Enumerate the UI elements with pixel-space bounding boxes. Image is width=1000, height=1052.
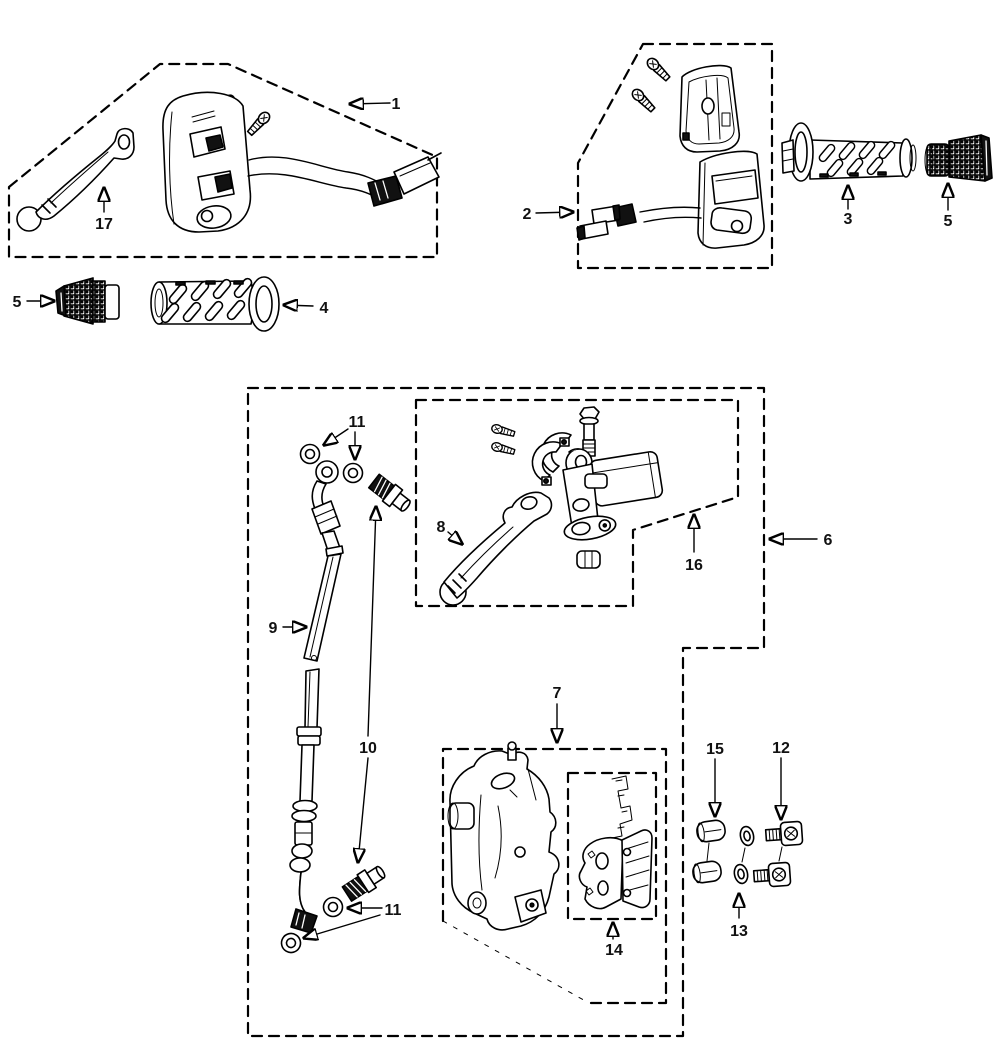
mount-sleeve-icon <box>690 859 724 885</box>
arrow-2 <box>535 212 573 213</box>
throttle-grip <box>781 122 917 182</box>
callout-5-right: 5 <box>944 213 953 230</box>
callout-1: 1 <box>392 96 401 113</box>
brake-system-boundary <box>246 386 766 1038</box>
wire-connector <box>393 156 440 195</box>
clutch-lever <box>16 127 135 232</box>
front-brake-hose <box>289 460 344 934</box>
callout-12: 12 <box>772 740 790 757</box>
arrow-10-upper <box>367 507 376 737</box>
arrow-1 <box>350 103 391 104</box>
left-handlebar-grip <box>150 276 280 332</box>
right-switch-wire-connectors <box>576 203 702 241</box>
caliper-boundary-diagonal <box>442 920 590 1004</box>
arrow-11-top-a <box>324 428 349 445</box>
screw-icon <box>644 55 673 84</box>
right-switch-housing-upper <box>679 64 741 153</box>
caliper-mount-hardware <box>690 818 804 889</box>
caliper-boundary <box>441 747 668 1005</box>
screw-icon <box>490 440 517 457</box>
banjo-bolt-lower <box>340 861 390 904</box>
reservoir-bolt <box>579 406 600 457</box>
left-switch-wire-harness <box>247 152 442 207</box>
screw-icon <box>629 86 658 115</box>
mount-bolt-icon <box>752 861 792 889</box>
callout-labels: 1 2 3 5 5 4 17 11 8 6 16 9 10 7 11 14 15… <box>13 96 953 959</box>
group-2-boundary <box>576 42 774 270</box>
leader-arrows <box>26 103 948 939</box>
callout-9: 9 <box>269 620 278 637</box>
callout-17: 17 <box>95 216 113 233</box>
callout-3: 3 <box>844 211 853 228</box>
callout-8: 8 <box>437 519 446 536</box>
arrow-11-bottom-b <box>304 914 381 938</box>
group-boundaries <box>7 42 774 1038</box>
mount-sleeve-icon <box>694 818 728 844</box>
washer-icon <box>731 862 751 886</box>
callout-11-top: 11 <box>349 414 366 431</box>
master-cylinder-boundary <box>414 398 740 608</box>
callout-13: 13 <box>730 923 748 940</box>
banjo-bolt-upper <box>366 471 415 517</box>
arrow-4 <box>284 305 314 306</box>
callout-4: 4 <box>320 300 329 317</box>
lever-boot <box>576 550 601 569</box>
arrow-8 <box>447 532 462 544</box>
left-switch-housing <box>162 91 252 233</box>
mount-bolt-icon <box>764 820 804 848</box>
master-cylinder-screws <box>490 422 517 457</box>
brake-pads-boundary <box>566 771 658 921</box>
brake-caliper <box>447 741 560 931</box>
callout-15: 15 <box>706 741 724 758</box>
right-bar-end-weight <box>924 134 993 182</box>
callout-10: 10 <box>359 740 377 757</box>
right-switch-screws <box>629 55 673 115</box>
callout-14: 14 <box>605 942 623 959</box>
callout-2: 2 <box>523 206 532 223</box>
left-bar-end-weight <box>55 277 120 325</box>
callout-6: 6 <box>824 532 833 549</box>
handlebar-clamp <box>531 432 572 486</box>
screw-icon <box>490 422 517 439</box>
group-1-boundary <box>7 62 439 259</box>
master-cylinder-body <box>562 448 664 541</box>
screw-icon <box>245 109 273 138</box>
callout-11-bottom: 11 <box>385 902 402 919</box>
front-brake-lever <box>439 491 553 606</box>
arrow-10-lower <box>358 757 369 862</box>
right-switch-housing-lower <box>697 150 765 249</box>
callout-16: 16 <box>685 557 703 574</box>
callout-7: 7 <box>553 685 562 702</box>
washer-icon <box>737 824 757 848</box>
callout-5-left: 5 <box>13 294 22 311</box>
brake-pad-set <box>578 775 653 910</box>
